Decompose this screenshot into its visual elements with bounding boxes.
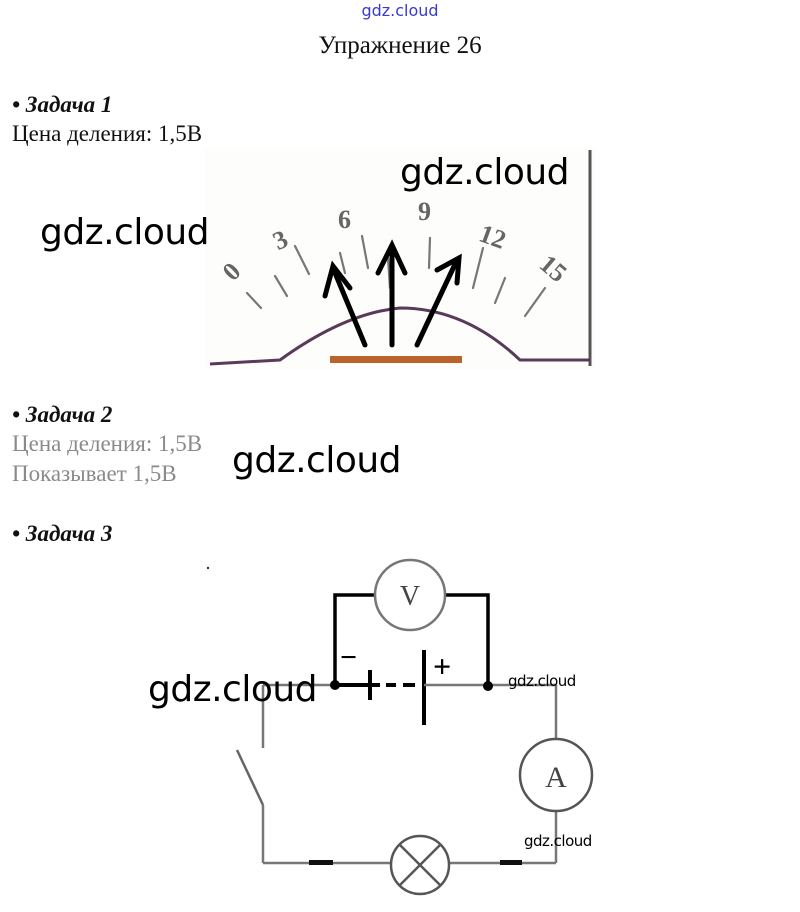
meter-base [330, 356, 462, 363]
arrow-left-icon [322, 260, 368, 348]
watermark: gdz.cloud [232, 440, 402, 481]
scale-label-9: 9 [418, 197, 431, 226]
site-link[interactable]: gdz.cloud [361, 1, 439, 20]
watermark: gdz.cloud [148, 669, 318, 710]
wire-mark [309, 860, 333, 865]
circuit-wires [261, 683, 558, 865]
battery-minus-sign: − [340, 641, 357, 674]
watermark: gdz.cloud [40, 212, 210, 253]
arrow-right-icon [414, 253, 462, 348]
voltmeter-scale-figure: 0 3 6 9 12 15 [205, 148, 595, 370]
ammeter-circle [518, 737, 594, 813]
voltmeter: V [373, 558, 447, 632]
circuit-diagram: V − + A [206, 558, 594, 896]
task-3-heading: • Задача 3 [12, 521, 113, 546]
wire-mark [500, 860, 522, 865]
ammeter: A [518, 737, 594, 813]
battery [335, 650, 488, 725]
watermark: gdz.cloud [508, 672, 576, 690]
ammeter-label: A [545, 761, 567, 794]
meter-arc [209, 306, 590, 366]
watermark: gdz.cloud [400, 152, 570, 193]
task-2-scale-division: Цена деления: 1,5В [12, 431, 203, 456]
voltmeter-label: V [400, 581, 420, 612]
switch-lever [235, 749, 265, 806]
voltmeter-circle [373, 558, 447, 632]
battery-plus-sign: + [433, 648, 451, 684]
task-2-reading: Показывает 1,5В [12, 461, 177, 486]
task-2-heading: • Задача 2 [12, 402, 113, 427]
needle-arrows [322, 239, 462, 348]
watermark: gdz.cloud [524, 832, 592, 850]
scale-ticks [245, 234, 547, 318]
lamp-icon [389, 834, 451, 896]
junction-dot [483, 681, 493, 691]
voltmeter-leads [333, 593, 490, 685]
task-1-scale-division: Цена деления: 1,5В [12, 121, 203, 146]
page-title: Упражнение 26 [318, 32, 482, 59]
junction-dot [330, 680, 340, 690]
scale-label-6: 6 [338, 205, 351, 234]
arrow-up-icon [375, 239, 408, 348]
task-1-heading: • Задача 1 [12, 92, 113, 117]
